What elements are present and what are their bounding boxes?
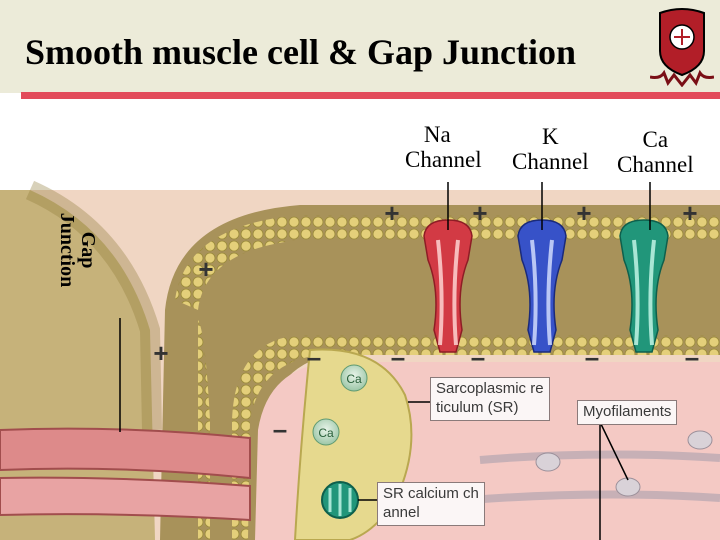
gap-junction-label: Gap Junction	[56, 210, 99, 290]
ca-channel-label-line2: Channel	[617, 152, 694, 178]
na-channel-label: Na Channel	[405, 122, 482, 173]
gap-junction-strand	[0, 427, 251, 480]
myofilaments-label: Myofilaments	[577, 400, 678, 425]
gap-junction-strand	[0, 476, 251, 522]
header-band	[0, 0, 720, 93]
calcium-ion: Ca	[340, 364, 368, 392]
k-channel-label-line2: Channel	[512, 149, 589, 175]
membrane-bead-layer-bottom	[198, 320, 720, 540]
gap-junction-label-line2: Junction	[56, 212, 78, 288]
plus-sign: +	[682, 198, 697, 228]
myosin-head	[535, 452, 561, 472]
na-channel-shape	[423, 219, 473, 353]
left-cell-membrane	[25, 180, 162, 431]
k-channel-label-line1: K	[542, 124, 559, 149]
myofilament-strand	[469, 490, 720, 504]
slide-title: Smooth muscle cell & Gap Junction	[25, 32, 577, 72]
plus-sign: +	[384, 198, 399, 228]
minus-sign: –	[585, 342, 599, 372]
sarcoplasmic-reticulum-label-line2: ticulum (SR)	[436, 398, 519, 416]
myofilament-pointer	[599, 421, 629, 481]
calcium-ion: Ca	[312, 418, 340, 446]
ca-channel-label: Ca Channel	[617, 127, 694, 178]
smooth-muscle-cell-diagram: Ca Ca + + + + + + – – – – – –	[0, 180, 720, 540]
university-crest-icon	[650, 8, 714, 87]
minus-sign: –	[685, 342, 699, 372]
calcium-ion-label: Ca	[318, 426, 334, 440]
title-underline	[21, 92, 720, 99]
calcium-ion-label: Ca	[346, 372, 362, 386]
k-channel-shape	[517, 219, 567, 353]
plus-sign: +	[198, 254, 213, 284]
minus-sign: –	[273, 414, 287, 444]
sr-calcium-channel-shape	[321, 481, 359, 519]
membrane-bead-layer-top	[175, 215, 720, 310]
sarcoplasmic-reticulum-label: Sarcoplasmic re ticulum (SR)	[430, 377, 550, 421]
na-channel-label-line1: Na	[423, 122, 451, 147]
sr-calcium-channel-label: SR calcium ch annel	[377, 482, 485, 526]
plus-sign: +	[576, 198, 591, 228]
right-cell-membrane-outer	[160, 205, 720, 540]
sarcoplasmic-reticulum-label-line1: Sarcoplasmic re	[436, 380, 544, 397]
k-channel-label: K Channel	[512, 124, 589, 175]
ca-channel-shape	[619, 219, 669, 353]
sr-calcium-channel-label-line2: annel	[383, 503, 420, 521]
minus-sign: –	[471, 342, 485, 372]
myosin-head	[687, 430, 713, 450]
minus-sign: –	[307, 342, 321, 372]
minus-sign: –	[391, 342, 405, 372]
plus-sign: +	[472, 198, 487, 228]
sr-calcium-channel-label-line1: SR calcium ch	[383, 485, 479, 502]
myosin-head	[615, 477, 641, 497]
na-channel-label-line2: Channel	[405, 147, 482, 173]
gap-junction-label-line1: Gap	[77, 231, 99, 269]
plus-sign: +	[153, 338, 168, 368]
ca-channel-label-line1: Ca	[642, 127, 669, 152]
